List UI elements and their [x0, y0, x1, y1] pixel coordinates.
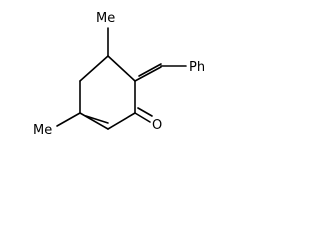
bond-c2-c1	[107, 112, 136, 130]
methyl-label-left: Me	[33, 123, 52, 138]
bond-c3-c2	[79, 112, 109, 130]
bond-exocyclic	[134, 66, 162, 82]
bond-c3-methyl	[56, 112, 81, 127]
bond-c5-c4	[79, 55, 109, 82]
bond-c6-c5	[107, 55, 136, 82]
oxygen-label: O	[152, 118, 162, 133]
bond-exocyclic-double	[138, 63, 162, 77]
chemical-structure: Me Me Ph O	[33, 11, 205, 138]
bond-carbonyl-double	[137, 107, 153, 117]
phenyl-label: Ph	[189, 60, 205, 75]
bond-carbonyl	[134, 112, 151, 123]
methyl-label-top: Me	[96, 11, 115, 26]
bond-c3-c2-double	[85, 115, 109, 124]
